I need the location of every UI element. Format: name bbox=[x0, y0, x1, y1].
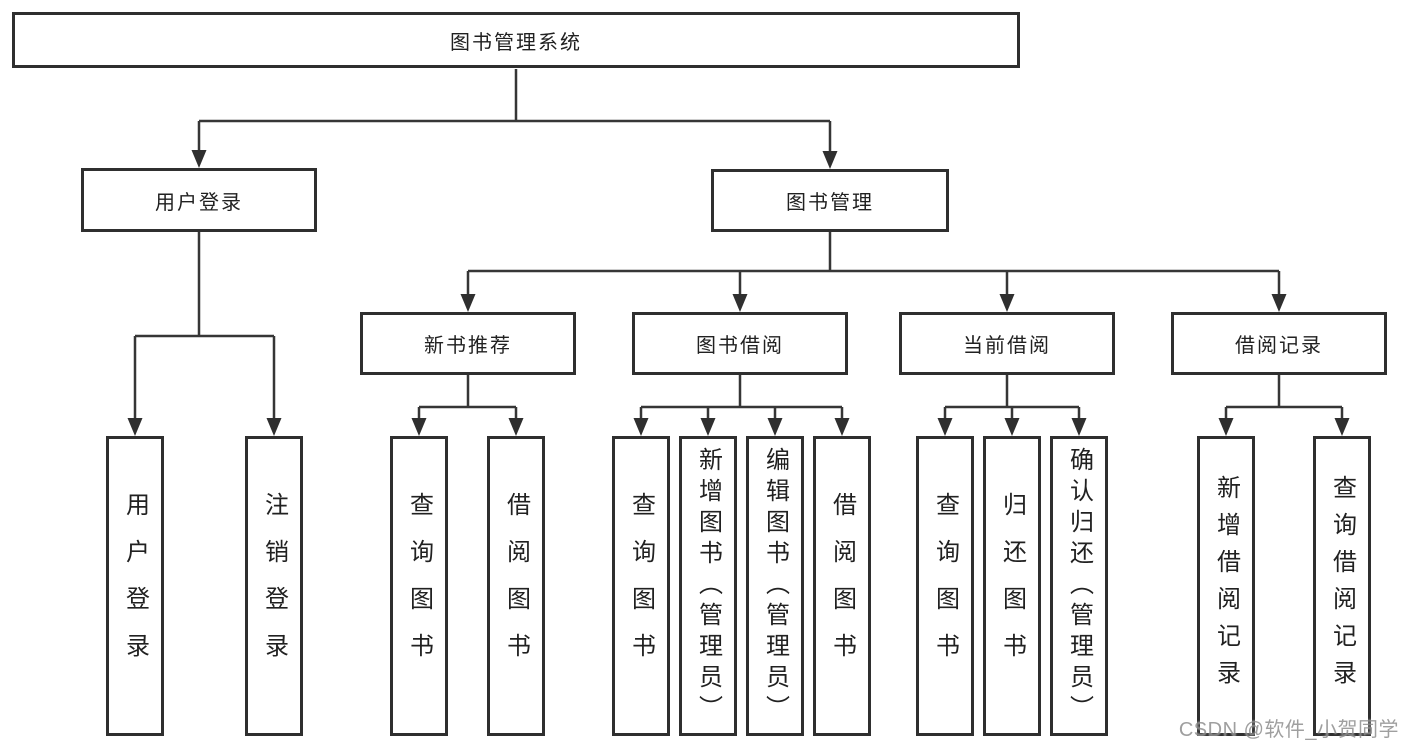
leaf-borrowing-edit-book-admin-label: 编辑图书（管理员） bbox=[761, 446, 789, 726]
leaf-current-return-books: 归还图书 bbox=[983, 436, 1041, 736]
node-book-management: 图书管理 bbox=[711, 169, 949, 232]
leaf-borrowing-borrow-books-label: 借阅图书 bbox=[828, 492, 856, 680]
leaf-newbook-query-books-label: 查询图书 bbox=[405, 492, 433, 680]
leaf-newbook-borrow-books: 借阅图书 bbox=[487, 436, 545, 736]
node-library-management-system: 图书管理系统 bbox=[12, 12, 1020, 68]
leaf-borrowing-query-books: 查询图书 bbox=[612, 436, 670, 736]
node-user-login: 用户登录 bbox=[81, 168, 317, 232]
leaf-current-confirm-return-admin-label: 确认归还（管理员） bbox=[1065, 446, 1093, 726]
csdn-watermark: CSDN @软件_小贺同学 bbox=[1178, 719, 1399, 741]
node-borrow-records: 借阅记录 bbox=[1171, 312, 1387, 375]
leaf-user-login-label: 用户登录 bbox=[121, 492, 149, 680]
leaf-borrowing-add-book-admin-label: 新增图书（管理员） bbox=[694, 446, 722, 726]
leaf-newbook-borrow-books-label: 借阅图书 bbox=[502, 492, 530, 680]
leaf-borrowing-query-books-label: 查询图书 bbox=[627, 492, 655, 680]
leaf-borrowing-borrow-books: 借阅图书 bbox=[813, 436, 871, 736]
node-new-book-recommend: 新书推荐 bbox=[360, 312, 576, 375]
leaf-logout: 注销登录 bbox=[245, 436, 303, 736]
node-current-borrowing: 当前借阅 bbox=[899, 312, 1115, 375]
leaf-records-query-borrow-record-label: 查询借阅记录 bbox=[1328, 475, 1356, 697]
leaf-user-login: 用户登录 bbox=[106, 436, 164, 736]
leaf-records-query-borrow-record: 查询借阅记录 bbox=[1313, 436, 1371, 736]
leaf-logout-label: 注销登录 bbox=[260, 492, 288, 680]
leaf-borrowing-add-book-admin: 新增图书（管理员） bbox=[679, 436, 737, 736]
leaf-current-query-books: 查询图书 bbox=[916, 436, 974, 736]
leaf-current-confirm-return-admin: 确认归还（管理员） bbox=[1050, 436, 1108, 736]
leaf-records-add-borrow-record-label: 新增借阅记录 bbox=[1212, 475, 1240, 697]
node-book-borrowing: 图书借阅 bbox=[632, 312, 848, 375]
leaf-current-return-books-label: 归还图书 bbox=[998, 492, 1026, 680]
leaf-current-query-books-label: 查询图书 bbox=[931, 492, 959, 680]
leaf-borrowing-edit-book-admin: 编辑图书（管理员） bbox=[746, 436, 804, 736]
leaf-newbook-query-books: 查询图书 bbox=[390, 436, 448, 736]
leaf-records-add-borrow-record: 新增借阅记录 bbox=[1197, 436, 1255, 736]
